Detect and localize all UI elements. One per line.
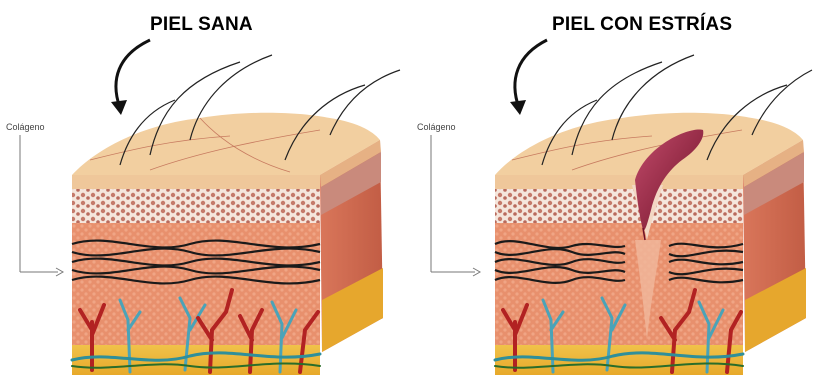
pointer-arrow: [510, 40, 547, 115]
pointer-arrow: [111, 40, 150, 115]
panel-stretch-mark-skin: PIEL CON ESTRÍAS Colágeno: [407, 0, 814, 375]
stretch-mark-skin-illustration: [407, 0, 814, 375]
epidermis-top: [72, 113, 380, 175]
block-side-face: [743, 140, 806, 352]
collagen-callout: [431, 135, 480, 276]
block-side-face: [320, 140, 383, 352]
collagen-callout: [20, 135, 63, 276]
block-front-face: [495, 175, 743, 375]
panel-healthy-skin: PIEL SANA Colágeno: [0, 0, 407, 375]
block-front-face: [72, 175, 320, 375]
healthy-skin-illustration: [0, 0, 407, 375]
